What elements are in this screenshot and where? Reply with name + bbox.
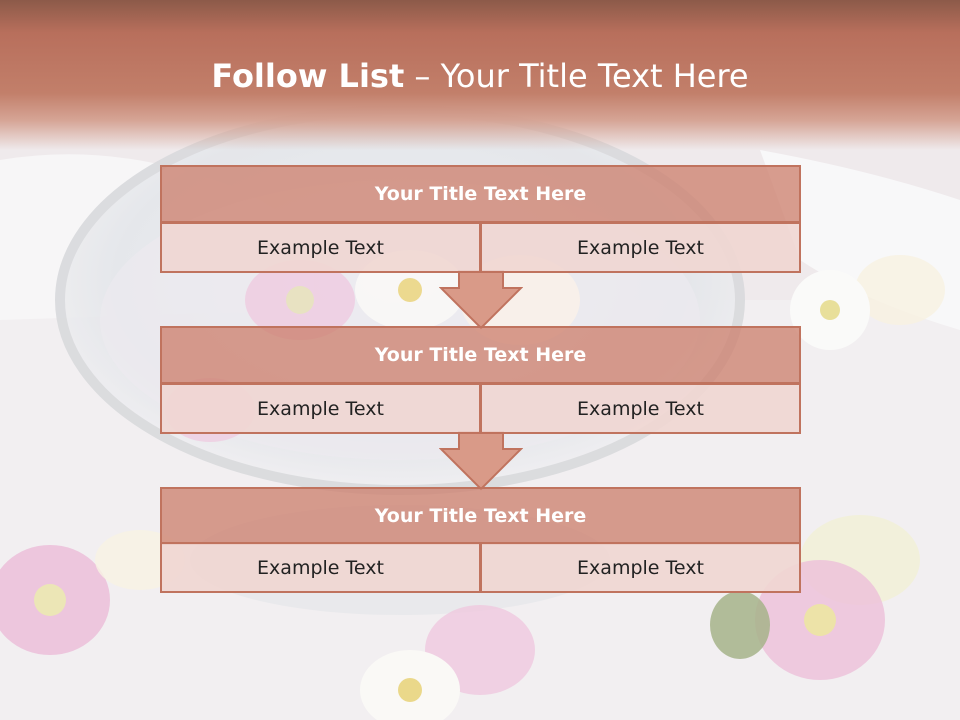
title-band xyxy=(0,0,960,150)
down-arrow-icon xyxy=(439,270,523,330)
block-left-cell: Example Text xyxy=(160,222,481,273)
block-right-cell: Example Text xyxy=(480,222,801,273)
block-right-cell: Example Text xyxy=(480,383,801,434)
down-arrow-icon xyxy=(439,431,523,491)
block-title: Your Title Text Here xyxy=(160,487,801,545)
block-title: Your Title Text Here xyxy=(160,326,801,384)
title-rest: – Your Title Text Here xyxy=(404,57,749,95)
slide-title: Follow List – Your Title Text Here xyxy=(0,54,960,98)
block-right-cell: Example Text xyxy=(480,542,801,593)
block-title: Your Title Text Here xyxy=(160,165,801,223)
title-bold: Follow List xyxy=(211,57,405,95)
block-left-cell: Example Text xyxy=(160,383,481,434)
block-left-cell: Example Text xyxy=(160,542,481,593)
